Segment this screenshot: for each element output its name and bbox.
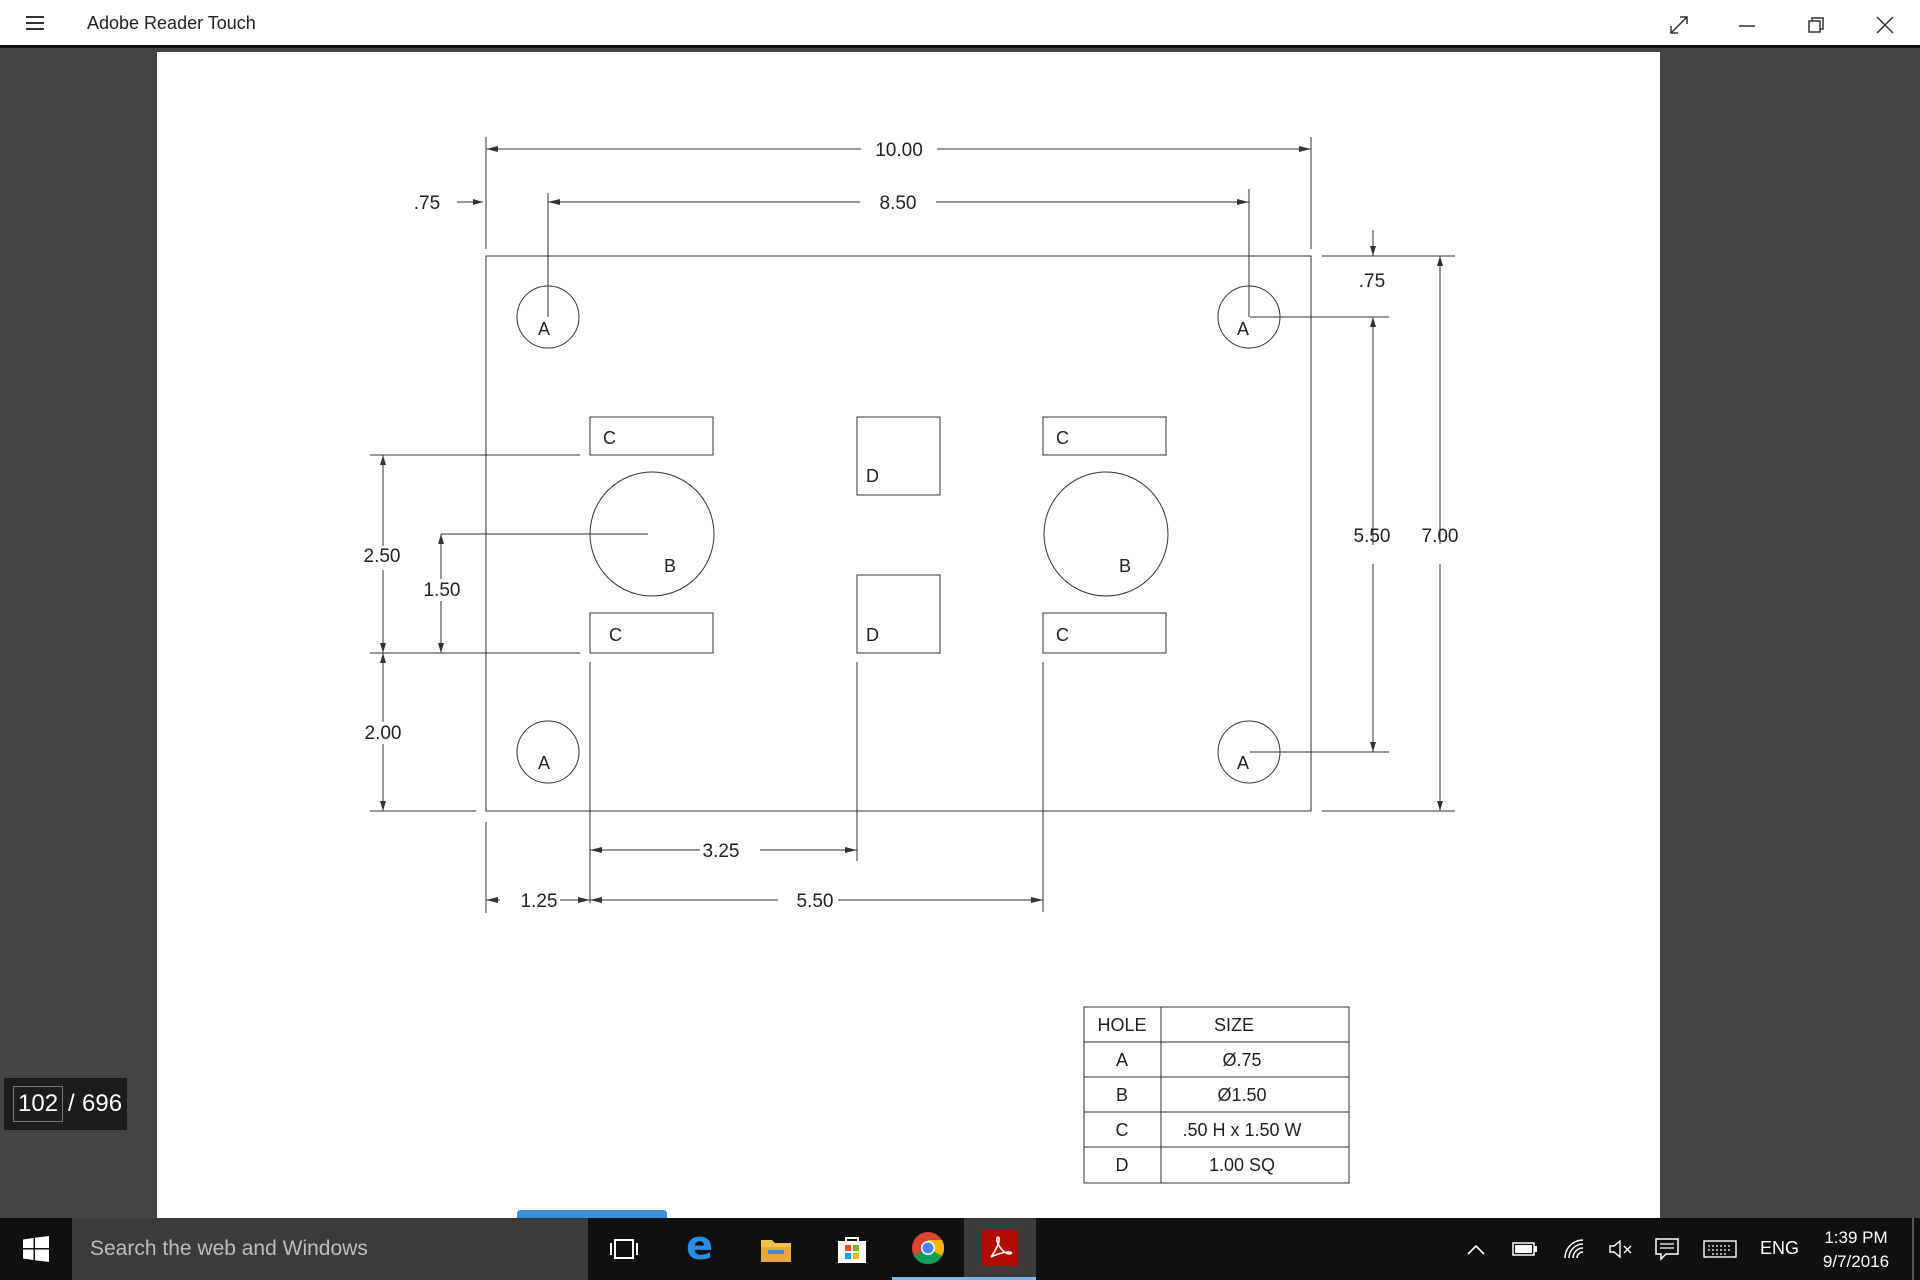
search-input[interactable]: Search the web and Windows (72, 1218, 588, 1280)
hole-label-b: B (1119, 556, 1131, 576)
restore-icon[interactable] (1789, 4, 1841, 44)
wifi-icon[interactable] (1560, 1218, 1590, 1280)
hole-label-a: A (538, 753, 550, 773)
show-desktop-divider[interactable] (1912, 1218, 1914, 1280)
clock[interactable]: 1:39 PM 9/7/2016 (1806, 1226, 1906, 1274)
pdf-page: 10.00 8.50 .75 .75 5.50 7.00 2.50 1.50 2… (157, 52, 1660, 1218)
page-separator: / (68, 1090, 75, 1117)
taskbar: Search the web and Windows e (0, 1218, 1920, 1280)
table-cell-size: Ø.75 (1222, 1050, 1261, 1070)
table-cell-hole: D (1116, 1155, 1129, 1175)
clock-time: 1:39 PM (1824, 1228, 1888, 1247)
slot-c-2 (1042, 416, 1167, 456)
hole-label-c: C (603, 428, 616, 448)
adobe-reader-icon[interactable] (964, 1218, 1036, 1280)
battery-icon[interactable] (1510, 1218, 1540, 1280)
hamburger-menu-icon[interactable] (16, 8, 52, 38)
table-cell-hole: A (1116, 1050, 1128, 1070)
dim-left-inset: .75 (414, 193, 440, 214)
dim-top-inset: .75 (1359, 271, 1385, 292)
fullscreen-icon[interactable] (1652, 4, 1704, 44)
square-d-1 (856, 416, 941, 496)
dim-hole-span: 8.50 (880, 193, 917, 214)
chrome-icon[interactable] (892, 1218, 964, 1280)
engineering-drawing: 10.00 8.50 .75 .75 5.50 7.00 2.50 1.50 2… (364, 137, 1459, 1184)
current-page-input[interactable]: 102 (13, 1086, 64, 1122)
dim-slot-span: 2.50 (364, 546, 401, 567)
title-bar: Adobe Reader Touch (0, 0, 1920, 48)
square-d-2 (856, 574, 941, 654)
cut-off-heading (517, 1210, 667, 1218)
touch-keyboard-icon[interactable] (1700, 1218, 1740, 1280)
clock-date: 9/7/2016 (1822, 1252, 1890, 1271)
document-viewer[interactable]: 10.00 8.50 .75 .75 5.50 7.00 2.50 1.50 2… (0, 48, 1920, 1218)
hole-table (1083, 1006, 1350, 1184)
hole-label-b: B (664, 556, 676, 576)
file-explorer-icon[interactable] (740, 1218, 812, 1280)
hole-a-bottom-left (516, 720, 580, 784)
hole-label-a: A (1237, 319, 1249, 339)
hole-label-d: D (866, 466, 879, 486)
language-indicator[interactable]: ENG (1760, 1238, 1800, 1258)
store-icon[interactable] (816, 1218, 888, 1280)
volume-muted-icon[interactable] (1606, 1218, 1636, 1280)
hole-label-c: C (609, 625, 622, 645)
table-header-hole: HOLE (1097, 1015, 1146, 1035)
hole-label-c: C (1056, 625, 1069, 645)
dim-hole-vertical-span: 5.50 (1354, 526, 1391, 547)
task-view-icon[interactable] (588, 1218, 660, 1280)
table-cell-hole: B (1116, 1085, 1128, 1105)
total-pages: 696 (82, 1090, 123, 1117)
table-cell-hole: C (1116, 1120, 1129, 1140)
hole-label-c: C (1056, 428, 1069, 448)
dim-to-square: 3.25 (703, 841, 740, 862)
slot-c-4 (1042, 612, 1167, 654)
hole-label-a: A (538, 319, 550, 339)
hole-label-d: D (866, 625, 879, 645)
table-cell-size: Ø1.50 (1217, 1085, 1266, 1105)
dim-slot-to-slot: 5.50 (797, 891, 834, 912)
page-counter: 102 / 696 (4, 1078, 127, 1130)
close-icon[interactable] (1858, 4, 1910, 44)
minimize-icon[interactable] (1720, 4, 1772, 44)
dim-overall-height: 7.00 (1422, 526, 1459, 547)
edge-icon[interactable]: e (686, 1223, 714, 1269)
table-header-size: SIZE (1214, 1015, 1254, 1035)
table-cell-size: 1.00 SQ (1209, 1155, 1275, 1175)
dim-overall-width: 10.00 (875, 140, 923, 161)
table-cell-size: .50 H x 1.50 W (1182, 1120, 1301, 1140)
action-center-icon[interactable] (1652, 1218, 1682, 1280)
hole-b-right (1043, 471, 1169, 597)
slot-c-3 (589, 612, 714, 654)
dim-b-offset: 1.50 (424, 580, 461, 601)
hole-label-a: A (1237, 753, 1249, 773)
windows-start-icon[interactable] (0, 1218, 72, 1280)
dim-bottom-to-slot: 2.00 (365, 723, 402, 744)
chevron-up-icon[interactable] (1462, 1218, 1490, 1280)
dim-left-to-slot: 1.25 (521, 891, 558, 912)
app-title: Adobe Reader Touch (87, 13, 256, 33)
slot-c-1 (589, 416, 714, 456)
